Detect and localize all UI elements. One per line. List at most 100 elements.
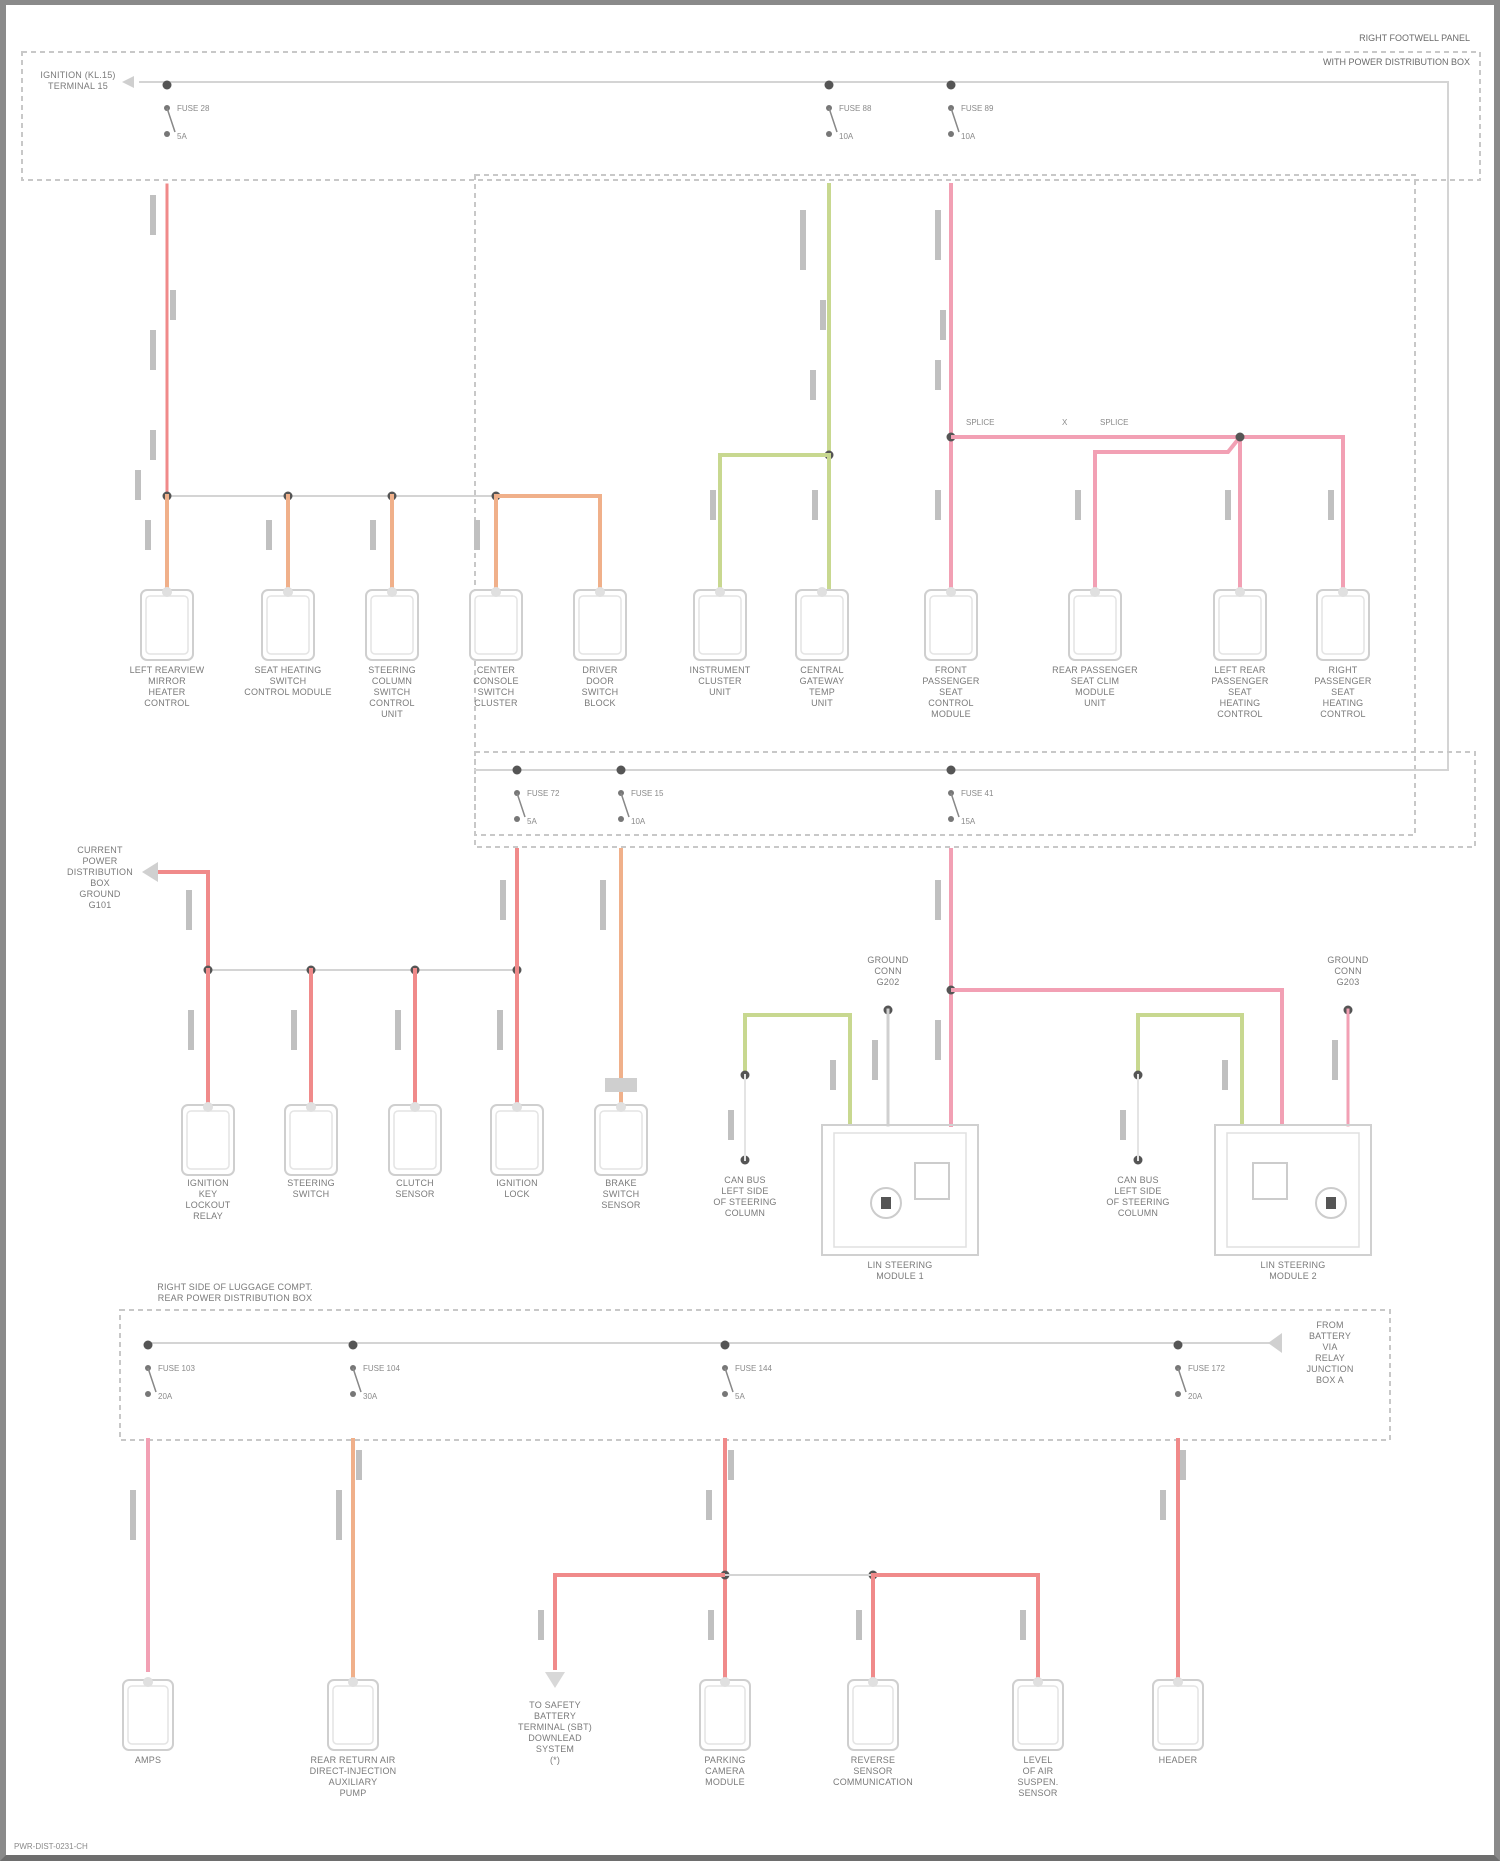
wire-code-label (150, 430, 156, 460)
component-label: STEERING COLUMN SWITCH CONTROL UNIT (368, 665, 416, 719)
pin-icon (491, 587, 501, 597)
wire-code-label (935, 360, 941, 390)
component-box (573, 589, 627, 661)
component-box (1152, 1679, 1204, 1751)
fuse-icon (828, 107, 838, 133)
component-box (1316, 589, 1370, 661)
motor-icon (1315, 1187, 1347, 1219)
wire-code-label (728, 1110, 734, 1140)
component-label: FRONT PASSENGER SEAT CONTROL MODULE (922, 665, 980, 719)
pin-icon (1090, 587, 1100, 597)
component-box (594, 1104, 648, 1176)
fuse-terminal-icon (145, 1391, 151, 1397)
wire-code-label (1020, 1610, 1026, 1640)
wire-code-label (706, 1490, 712, 1520)
rear-box-title: RIGHT SIDE OF LUGGAGE COMPT. REAR POWER … (157, 1282, 313, 1303)
pin-icon (868, 1677, 878, 1687)
pin-icon (715, 587, 725, 597)
wire-code-label (935, 1020, 941, 1060)
top-fuse-box-frame (21, 51, 1481, 181)
module-inner (1226, 1132, 1360, 1248)
pin-icon (1235, 587, 1245, 597)
source-label-ignition: IGNITION (KL.15) TERMINAL 15 (40, 70, 116, 91)
motor-core-icon (1326, 1197, 1336, 1209)
fuse-rating: 10A (631, 817, 646, 826)
wire-code-label (266, 520, 272, 550)
fuse-label: FUSE 172 (1188, 1364, 1225, 1373)
diagram-title: RIGHT FOOTWELL PANEL WITH POWER DISTRIBU… (1180, 20, 1470, 68)
component-label: IGNITION KEY LOCKOUT RELAY (185, 1178, 231, 1221)
fuse-rating: 30A (363, 1392, 378, 1401)
fuse-node-icon (162, 80, 172, 90)
pin-icon (817, 587, 827, 597)
pin-icon (1338, 587, 1348, 597)
fuse-icon (516, 792, 526, 818)
component-label: RIGHT PASSENGER SEAT HEATING CONTROL (1314, 665, 1372, 719)
wire-branch-pink (951, 435, 1245, 590)
component-box (693, 589, 747, 661)
fuse-terminal-icon (350, 1391, 356, 1397)
fuse-icon (147, 1367, 157, 1393)
component-label: HEADER (1158, 1755, 1198, 1765)
component-label: PARKING CAMERA MODULE (704, 1755, 746, 1787)
component-box (469, 589, 523, 661)
component-label: CENTER CONSOLE SWITCH CLUSTER (473, 665, 519, 708)
wire-code-label (291, 1010, 297, 1050)
wire-code-label (130, 1490, 136, 1540)
component-label: AMPS (134, 1755, 162, 1765)
fuse-icon (620, 792, 630, 818)
wire-code-label (336, 1490, 342, 1540)
fuse-node-icon (720, 1340, 730, 1350)
wire-code-label (1222, 1060, 1228, 1090)
wire-branch (496, 494, 602, 590)
pin-icon (946, 587, 956, 597)
connector-label: CAN BUS LEFT SIDE OF STEERING COLUMN (1106, 1175, 1170, 1218)
splice-label: SPLICE (1100, 418, 1129, 427)
splice-label: SPLICE (966, 418, 995, 427)
component-label: CLUTCH SENSOR (395, 1178, 435, 1199)
wire-can-green (743, 1013, 852, 1125)
component-label: INSTRUMENT CLUSTER UNIT (689, 665, 751, 697)
source-arrow-icon (122, 76, 134, 88)
motor-core-icon (881, 1197, 891, 1209)
fuse-rating: 5A (527, 817, 537, 826)
resistor-icon (1252, 1162, 1288, 1200)
component-label: LEVEL OF AIR SUSPEN. SENSOR (1017, 1755, 1059, 1798)
wire-code-label (1328, 490, 1334, 520)
wire-code-label (935, 490, 941, 520)
splice-node-icon (1235, 432, 1245, 442)
pin-icon (1173, 1677, 1183, 1687)
component-box (1068, 589, 1122, 661)
motor-icon (870, 1187, 902, 1219)
fuse-node-icon (143, 1340, 153, 1350)
fuse-terminal-icon (618, 816, 624, 822)
fuse-rating: 5A (177, 132, 187, 141)
component-box (490, 1104, 544, 1176)
source-label-battery: FROM BATTERY VIA RELAY JUNCTION BOX A (1306, 1320, 1354, 1385)
wire-code-label (1120, 1110, 1126, 1140)
pin-icon (348, 1677, 358, 1687)
fuse-icon (950, 107, 960, 133)
fuse-label: FUSE 72 (527, 789, 560, 798)
component-label: DRIVER DOOR SWITCH BLOCK (581, 665, 619, 708)
component-box (140, 589, 194, 661)
component-label: SEAT HEATING SWITCH CONTROL MODULE (244, 665, 332, 697)
rear-fuse-box-frame (119, 1309, 1391, 1441)
wire-code-label (135, 470, 141, 500)
fuse-terminal-icon (948, 816, 954, 822)
module-inner (833, 1132, 967, 1248)
wire-code-label (538, 1610, 544, 1640)
wire-code-label (710, 490, 716, 520)
fuse-label: FUSE 89 (961, 104, 994, 113)
wire-branch-pink (1240, 435, 1345, 590)
wire-code-label (935, 880, 941, 920)
fuse-label: FUSE 144 (735, 1364, 772, 1373)
fuse-icon (1177, 1367, 1187, 1393)
component-label: BRAKE SWITCH SENSOR (601, 1178, 641, 1210)
pin-icon (162, 587, 172, 597)
wire-code-label (170, 290, 176, 320)
fuse-node-icon (348, 1340, 358, 1350)
fuse-icon (724, 1367, 734, 1393)
pin-icon (595, 587, 605, 597)
